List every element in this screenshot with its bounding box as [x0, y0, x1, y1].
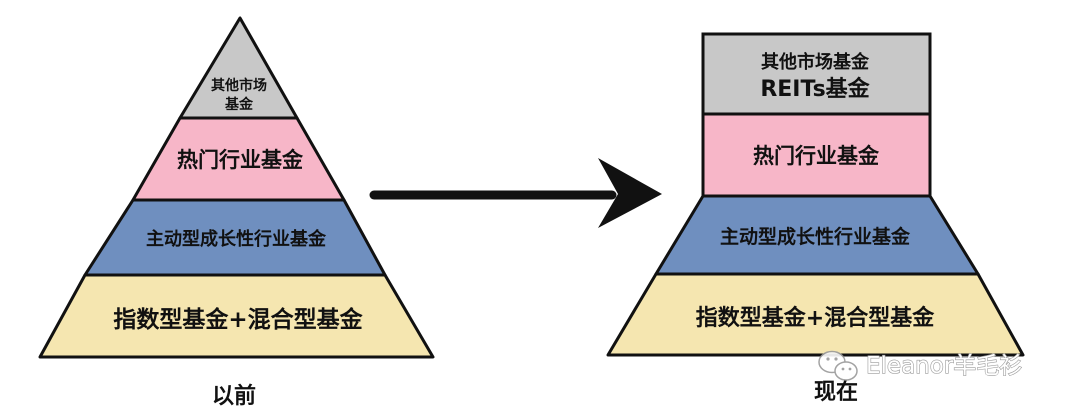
- after-layer-1-shape: [701, 32, 932, 116]
- watermark: Eleanor羊毛衫: [818, 350, 1023, 381]
- wechat-icon: [818, 350, 858, 381]
- before-layer-1-line-1: 其他市场: [211, 77, 267, 94]
- after-layer-4-label: 指数型基金+混合型基金: [696, 305, 935, 331]
- before-caption: 以前: [212, 383, 256, 409]
- before-layer-3-label: 主动型成长性行业基金: [146, 228, 327, 250]
- after-layer-2-shape: [701, 112, 932, 198]
- transition-arrow: [369, 158, 662, 228]
- watermark-text: Eleanor羊毛衫: [866, 353, 1022, 379]
- after-layer-1-line-1: 其他市场基金: [761, 51, 870, 73]
- before-pyramid: 其他市场 基金 热门行业基金 主动型成长性行业基金 指数型基金+混合型基金 以前: [38, 16, 435, 409]
- before-layer-4-label: 指数型基金+混合型基金: [113, 306, 363, 333]
- after-layer-3-label: 主动型成长性行业基金: [720, 225, 911, 248]
- before-layer-4-shape: [38, 273, 435, 359]
- arrow-head: [598, 158, 662, 228]
- after-caption: 现在: [814, 379, 858, 405]
- after-structure: 其他市场基金 REITs基金 热门行业基金 主动型成长性行业基金 指数型基金+混…: [606, 32, 1025, 405]
- after-layer-1-line-2: REITs基金: [760, 76, 870, 102]
- after-layer-2-label: 热门行业基金: [753, 144, 880, 168]
- before-layer-1-line-2: 基金: [225, 96, 254, 113]
- before-layer-2-label: 热门行业基金: [177, 148, 304, 172]
